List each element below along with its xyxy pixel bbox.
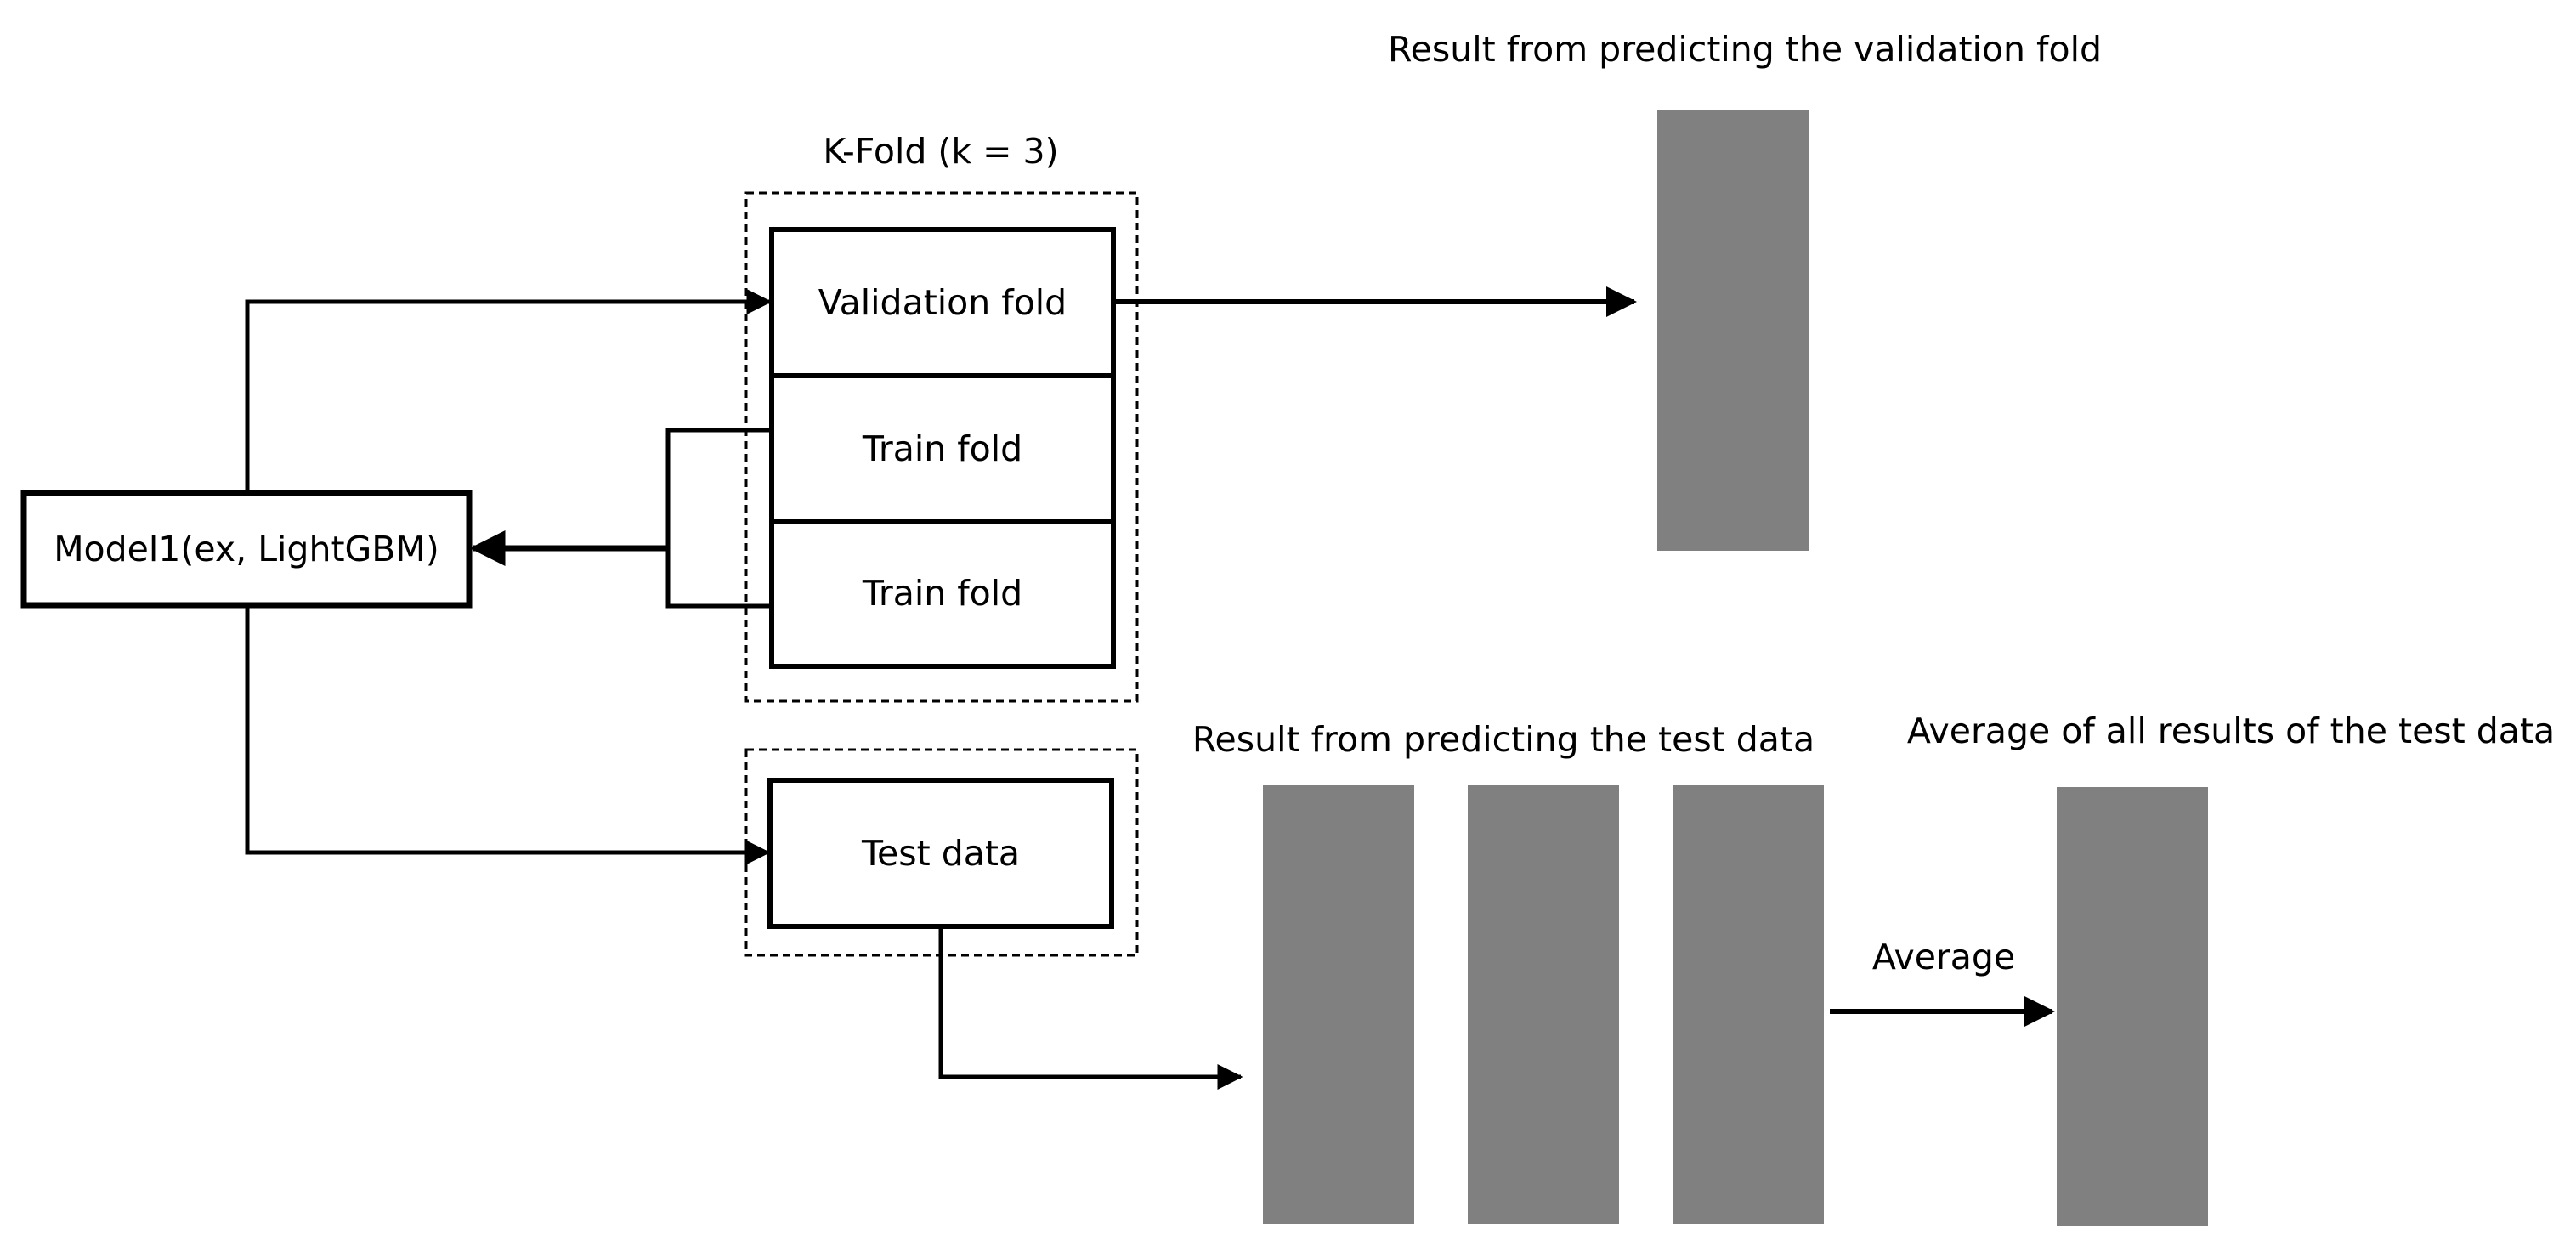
test-result-bar-3 [1673,785,1824,1224]
train-fold-box-1 [769,373,1116,524]
kfold-dashed-frame [744,191,1139,703]
average-results-title: Average of all results of the test data [1907,711,2555,751]
train-fold-label-1: Train fold [862,428,1022,469]
train-fold-label-2: Train fold [862,573,1022,614]
kfold-title: K-Fold (k = 3) [823,131,1058,172]
test-data-label: Test data [861,833,1020,874]
test-data-to-results-arrow [938,926,1243,1090]
validation-fold-label: Validation fold [818,282,1067,323]
model-label: Model1(ex, LightGBM) [54,529,439,569]
test-result-bar-1 [1263,785,1414,1224]
train-folds-bracket [665,428,772,609]
model-to-test-data-arrow [245,605,771,865]
test-results-title: Result from predicting the test data [1192,719,1815,760]
test-result-bar-2 [1468,785,1619,1224]
average-arrow-label: Average [1872,937,2015,977]
model-to-validation-fold-arrow [245,289,773,493]
validation-result-bar [1657,110,1809,551]
average-result-bar [2057,787,2208,1226]
validation-result-title: Result from predicting the validation fo… [1388,29,2102,70]
train-fold-box-2 [769,519,1116,669]
